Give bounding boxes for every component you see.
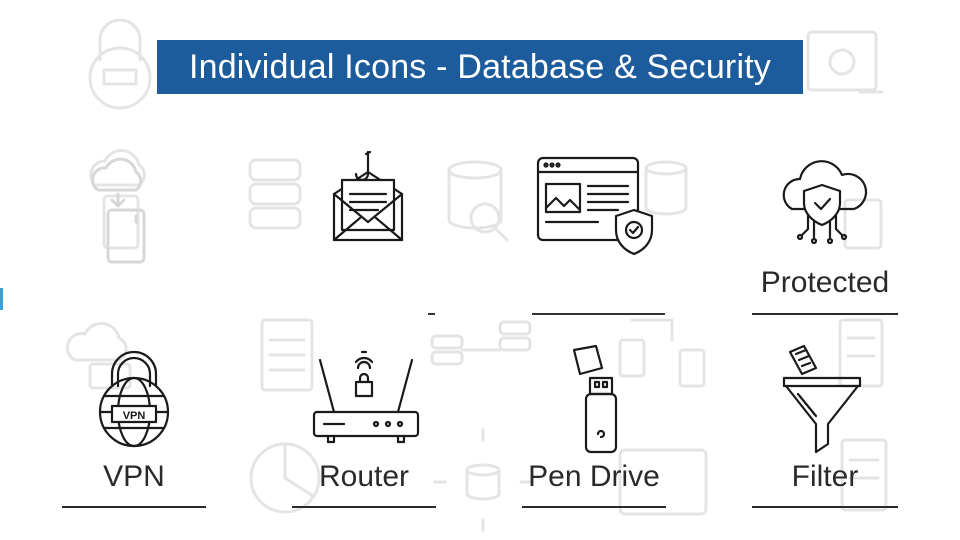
funnel-icon [782,344,862,454]
router-icon [312,350,420,444]
tile-pen-drive: Pen Drive [522,340,666,512]
usb-drive-icon [572,344,618,454]
watermark-lock-icon [88,18,152,110]
browser-shield-icon [536,156,654,256]
tile-cloud-phone [60,140,210,320]
tile-router: Router [292,340,436,512]
watermark-folder-icon [618,448,708,516]
email-hook-icon [332,150,404,242]
watermark-database-arrows-icon [433,428,533,532]
tile-website-security [520,140,670,320]
cloud-shield-icon [782,160,868,245]
partial-underline [532,313,665,315]
tile-vpn: VPN VPN [62,340,206,512]
watermark-folder-icon [806,30,884,94]
watermark-network-icon [618,318,706,388]
label-underline [62,506,206,508]
tile-filter: Filter [752,340,898,512]
tile-label-pen-drive: Pen Drive [528,460,660,493]
watermark-pie-chart-icon [249,442,321,514]
page-title-banner: Individual Icons - Database & Security [157,40,803,94]
tile-label-router: Router [318,460,410,493]
tile-label-protected: Protected [760,266,890,299]
label-underline [292,506,436,508]
partial-underline [428,313,435,315]
label-underline [752,506,898,508]
left-edge-marker [0,288,3,310]
watermark-database-icon [644,160,688,216]
label-underline [752,313,898,315]
watermark-database-search-icon [447,160,509,242]
watermark-database-icon [430,320,532,366]
tile-label-vpn: VPN [103,460,165,493]
vpn-icon-text: VPN [123,410,146,422]
tile-label-filter: Filter [791,460,859,493]
watermark-cloud-icon [89,149,146,250]
vpn-globe-lock-icon: VPN [98,350,170,448]
tile-protected: Protected [752,140,898,330]
tile-email-phishing [290,140,440,320]
label-underline [522,506,666,508]
watermark-server-icon [840,438,888,512]
watermark-database-icon [248,158,302,230]
cloud-phone-icon [91,157,146,264]
watermark-server-icon [260,318,314,392]
page-title: Individual Icons - Database & Security [188,47,772,86]
